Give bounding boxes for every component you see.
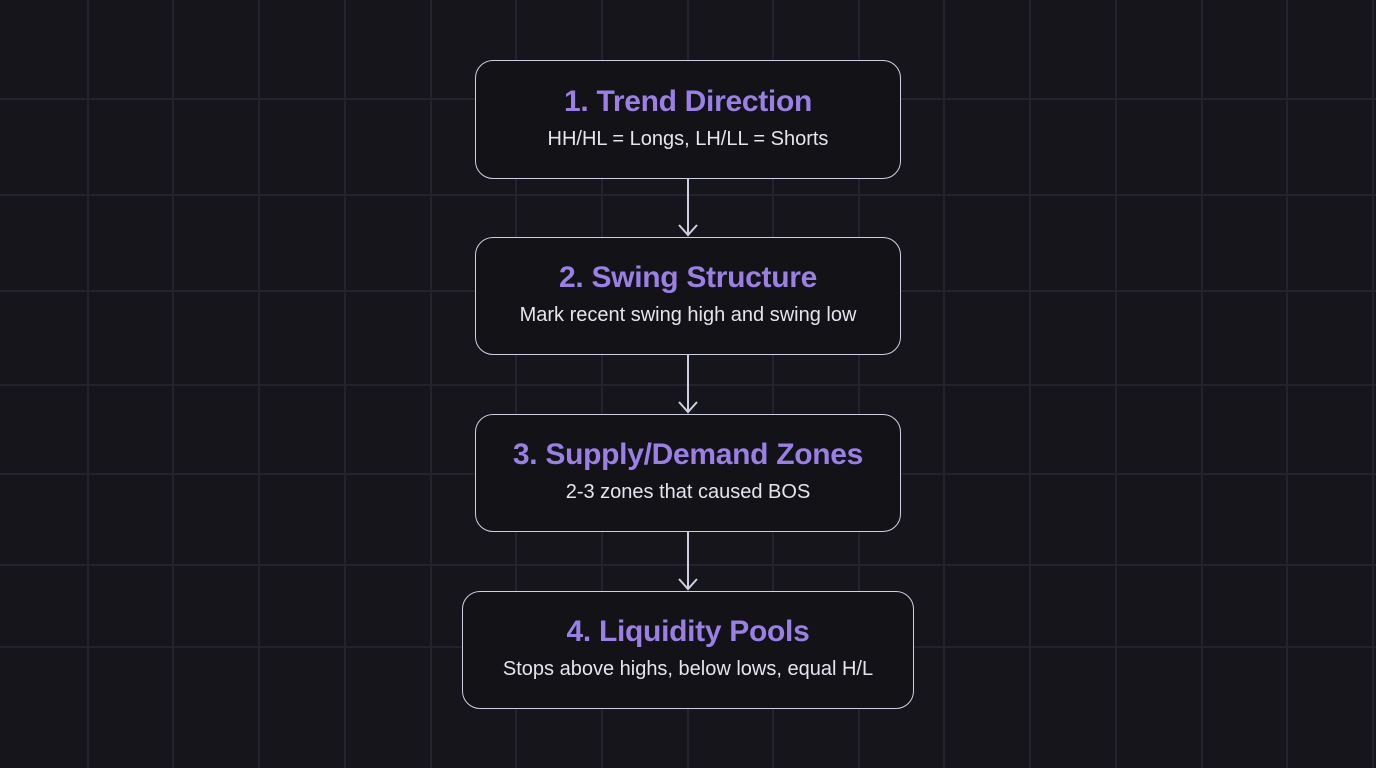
node-title: 3. Supply/Demand Zones [512, 438, 864, 471]
node-subtitle: 2-3 zones that caused BOS [565, 481, 811, 503]
node-subtitle: Stops above highs, below lows, equal H/L [502, 658, 874, 680]
arrow-down-icon [678, 355, 698, 414]
flow-node-liquidity-pools: 4. Liquidity Pools Stops above highs, be… [462, 591, 914, 709]
arrow-down-icon [678, 532, 698, 591]
node-subtitle: Mark recent swing high and swing low [519, 304, 857, 326]
flow-node-swing-structure: 2. Swing Structure Mark recent swing hig… [475, 237, 901, 355]
flow-node-supply-demand-zones: 3. Supply/Demand Zones 2-3 zones that ca… [475, 414, 901, 532]
node-title: 4. Liquidity Pools [566, 615, 810, 648]
arrow-down-icon [678, 179, 698, 237]
node-title: 2. Swing Structure [559, 261, 817, 294]
node-subtitle: HH/HL = Longs, LH/LL = Shorts [547, 127, 829, 150]
node-title: 1. Trend Direction [564, 84, 812, 118]
flow-node-trend-direction: 1. Trend Direction HH/HL = Longs, LH/LL … [475, 60, 901, 179]
